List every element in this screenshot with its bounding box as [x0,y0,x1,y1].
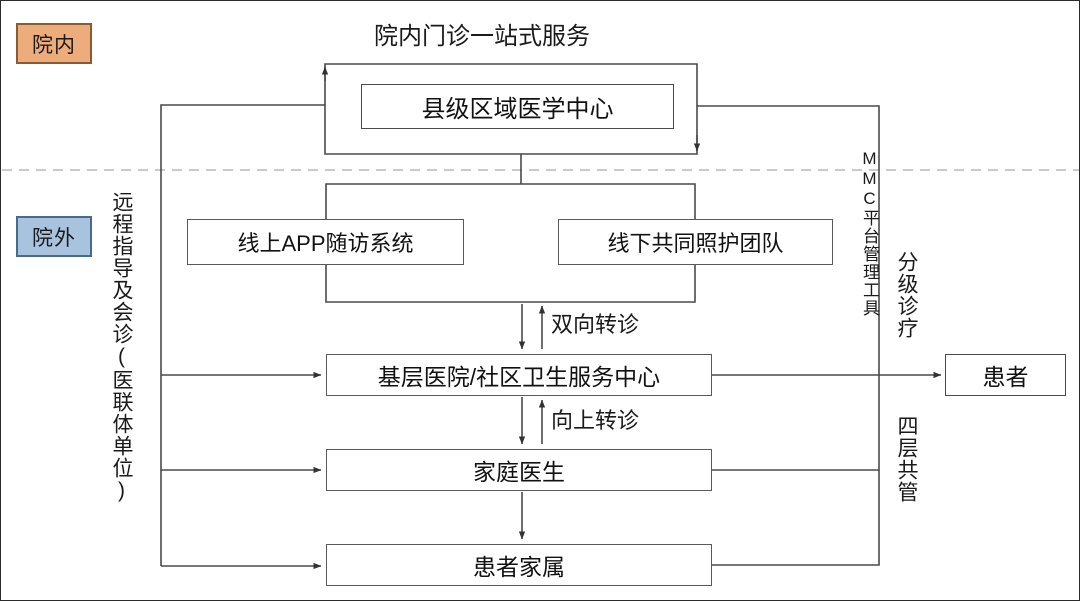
zone-label: 院内 [32,33,76,57]
node-family-doctor: 家庭医生 [326,449,712,491]
edge-label-two-way-referral: 双向转诊 [551,312,640,337]
node-patient-relatives: 患者家属 [326,544,712,586]
diagram-title: 院内门诊一站式服务 [374,23,590,50]
edge-label-remote-guidance: 远程指导及会诊(医联体单位) [110,191,133,503]
zone-label: 院外 [32,226,76,250]
zone-badge-out-hospital: 院外 [16,216,92,257]
node-offline-care-team: 线下共同照护团队 [558,219,833,265]
edge-label-tiered-care: 分级诊疗 [895,251,918,339]
node-primary-hospital-community-center: 基层医院/社区卫生服务中心 [326,354,712,396]
edge-label-mmc-platform: MMC平台管理工具 [860,149,879,317]
left-trunk [160,104,325,566]
zone-badge-in-hospital: 院内 [16,23,92,64]
right-trunk [697,105,880,566]
node-patient: 患者 [945,354,1066,396]
edge-label-four-tier-comanagement: 四层共管 [895,415,918,503]
edge-label-upward-referral: 向上转诊 [551,408,640,433]
node-online-app-followup: 线上APP随访系统 [187,219,464,265]
node-county-medical-center: 县级区域医学中心 [361,84,674,129]
